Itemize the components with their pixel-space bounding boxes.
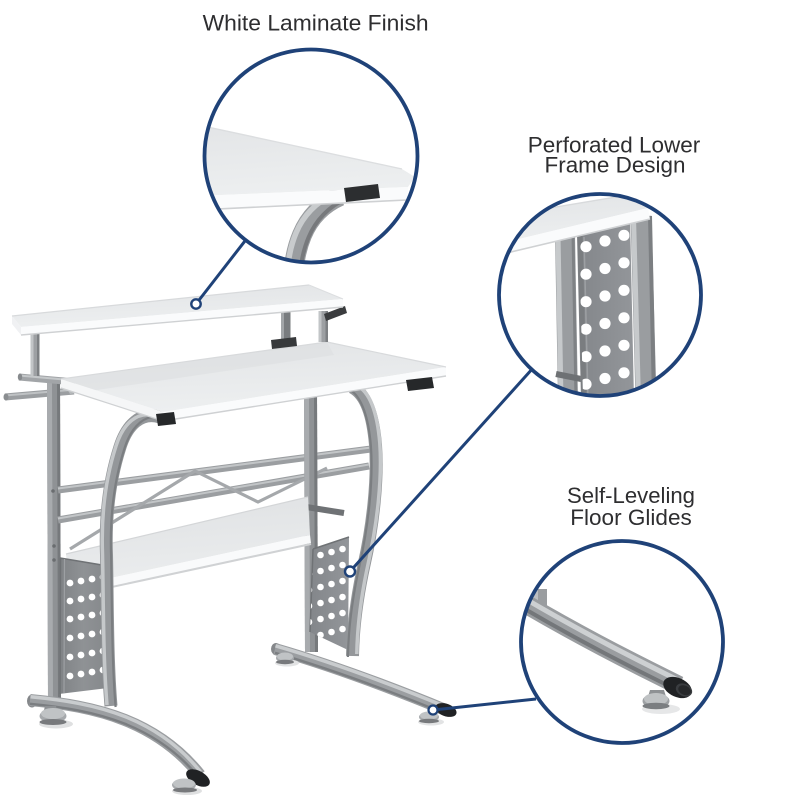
svg-text:Perforated Lower: Perforated Lower: [528, 132, 701, 157]
svg-text:Frame Design: Frame Design: [545, 152, 686, 177]
svg-text:Self-Leveling: Self-Leveling: [567, 483, 695, 508]
svg-text:White Laminate Finish: White Laminate Finish: [203, 11, 429, 36]
svg-text:Floor Glides: Floor Glides: [570, 505, 692, 530]
